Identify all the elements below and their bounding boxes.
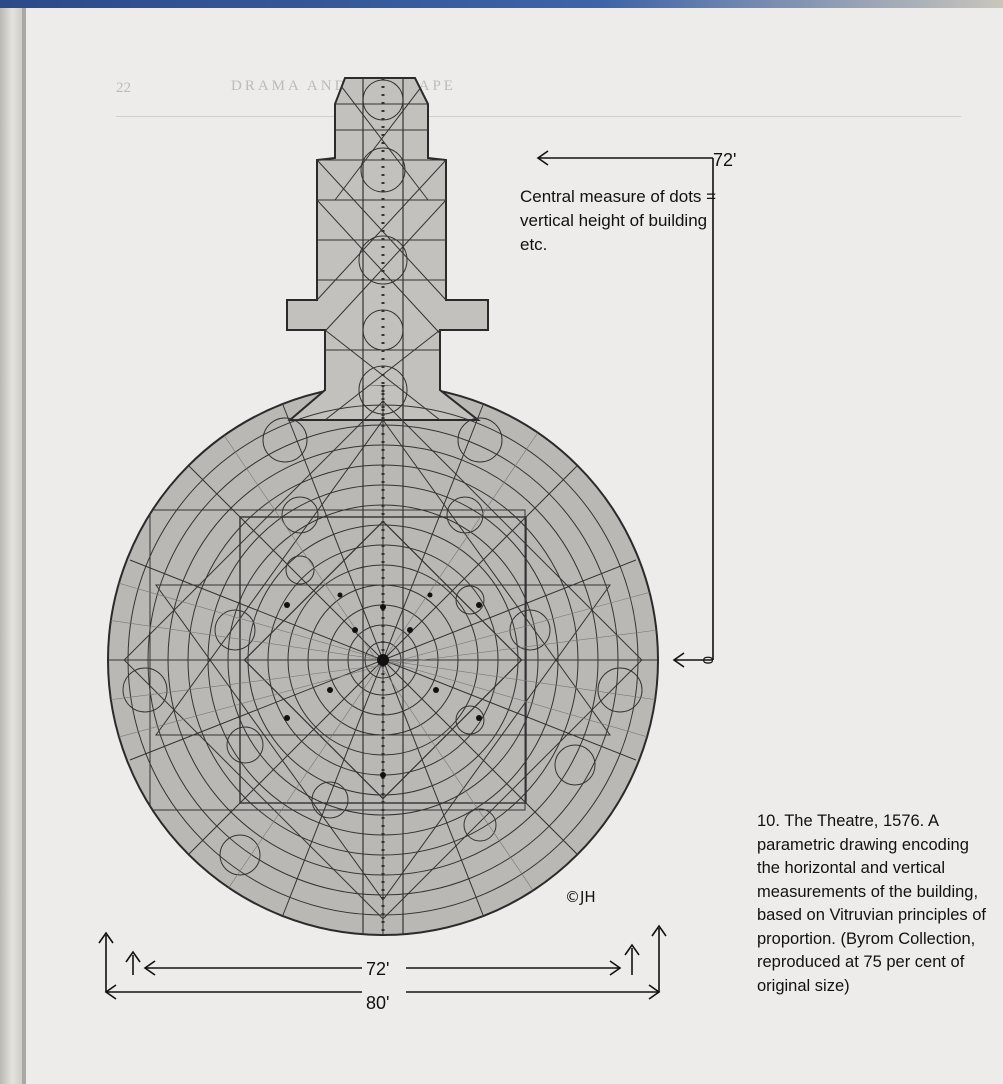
- tower-geometry: [316, 78, 447, 420]
- inner-dim-label-bg: [362, 958, 406, 978]
- vertical-dimension: [536, 150, 714, 668]
- tower-outline: [286, 77, 489, 421]
- outer-dim-label-bg: [362, 982, 406, 1002]
- page-number: 22: [116, 80, 131, 96]
- vertical-dim-origin: 0: [699, 656, 716, 664]
- inner-dim-label: 72': [366, 959, 389, 979]
- measure-dots: [284, 592, 482, 778]
- outer-dim-label: 80': [366, 993, 389, 1013]
- header-rule: [116, 116, 961, 117]
- scan-top-strip: [0, 0, 1003, 8]
- figure-annotation: Central measure of dots = vertical heigh…: [520, 187, 717, 254]
- vertical-dim-label: 72': [713, 150, 736, 170]
- book-gutter: [22, 8, 26, 1084]
- figure-caption: 10. The Theatre, 1576. A parametric draw…: [757, 812, 987, 995]
- artist-signature: ©JH: [565, 888, 596, 906]
- horizontal-dimensions: [98, 924, 667, 1000]
- book-spine-edge: [0, 8, 22, 1084]
